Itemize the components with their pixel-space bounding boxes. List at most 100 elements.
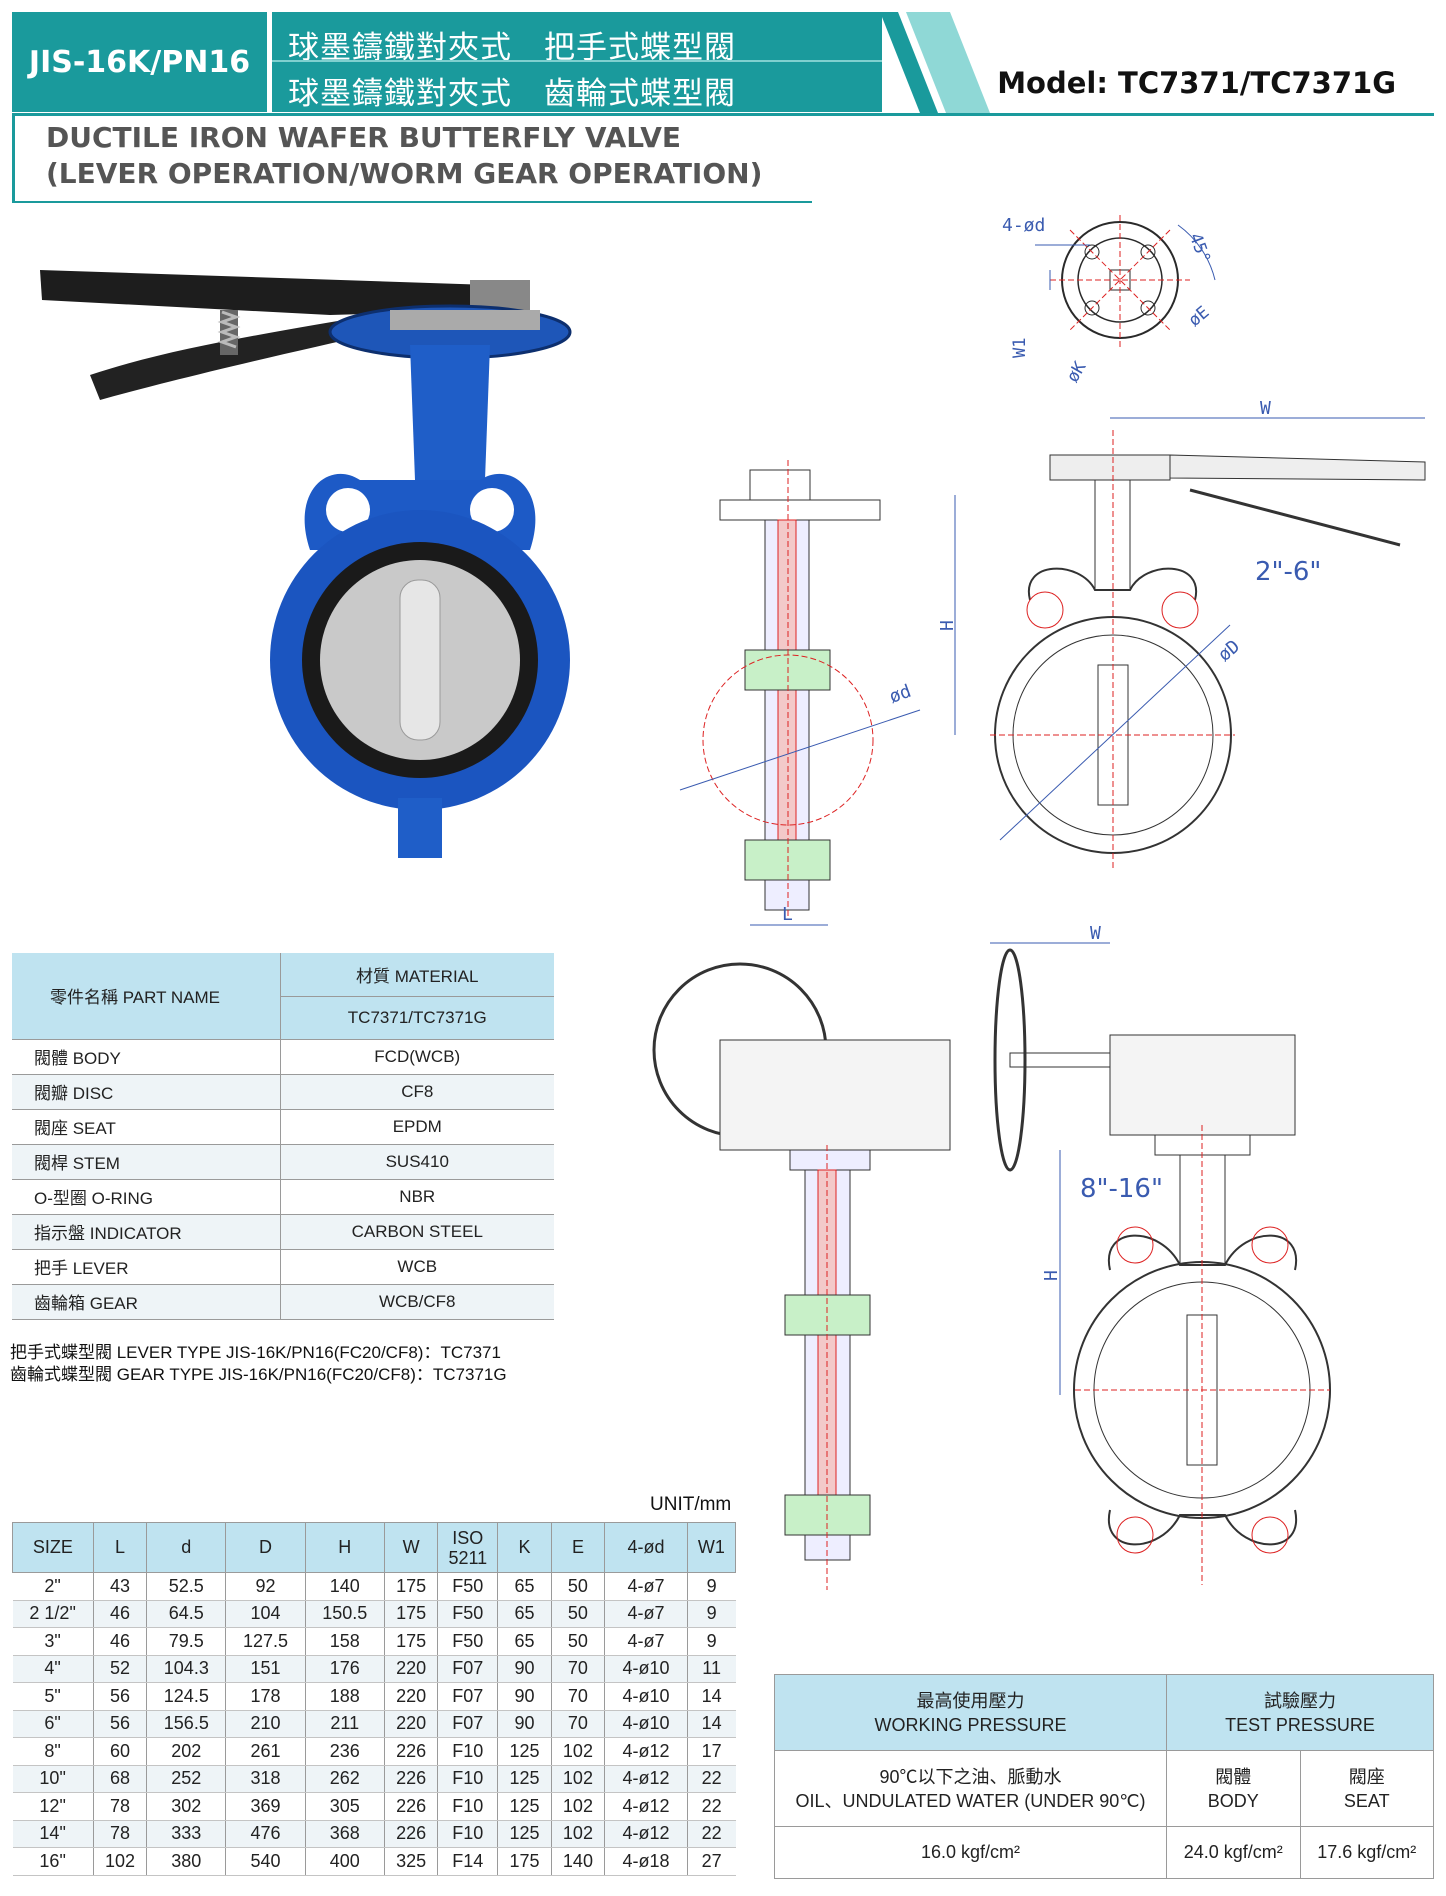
dimension-cell: 90 <box>497 1655 552 1683</box>
material-cell: NBR <box>280 1179 554 1215</box>
dimension-cell: 4-ø12 <box>604 1792 688 1821</box>
part-name-cell: 齒輪箱 GEAR <box>12 1284 281 1320</box>
dimension-cell: 4-ø7 <box>604 1600 688 1628</box>
dimension-cell: 70 <box>550 1710 605 1738</box>
dimension-cell: 369 <box>225 1792 306 1821</box>
body-test-pressure-value: 24.0 kgf/cm² <box>1166 1826 1301 1879</box>
lever-section-drawing: ød L <box>679 460 921 926</box>
dimension-cell: 124.5 <box>146 1682 226 1711</box>
dimension-cell: 4-ø12 <box>604 1820 688 1848</box>
dimension-cell: 4" <box>12 1655 94 1683</box>
header-rule <box>12 113 1434 116</box>
dimension-cell: 10" <box>12 1765 94 1793</box>
dimension-cell: 476 <box>225 1820 306 1848</box>
gear-size-range: 8"-16" <box>1080 1174 1163 1204</box>
dimension-cell: 4-ø12 <box>604 1765 688 1793</box>
dimension-cell: 220 <box>383 1682 438 1711</box>
dimension-cell: 368 <box>304 1820 385 1848</box>
gear-type-note: 齒輪式蝶型閥 GEAR TYPE JIS-16K/PN16(FC20/CF8)：… <box>10 1365 507 1384</box>
dimension-cell: 400 <box>304 1847 385 1876</box>
dimension-cell: 540 <box>225 1847 306 1876</box>
material-cell: WCB/CF8 <box>280 1284 554 1320</box>
dimension-cell: 9 <box>686 1600 736 1628</box>
dimension-cell: 46 <box>92 1627 147 1656</box>
l-label: L <box>782 904 793 925</box>
dimension-cell: 140 <box>550 1847 605 1876</box>
dimension-cell: 12" <box>12 1792 94 1821</box>
model-number: Model: TC7371/TC7371G <box>997 66 1396 100</box>
dimension-cell: 104 <box>225 1600 306 1628</box>
test-pressure-header: 試驗壓力 TEST PRESSURE <box>1166 1674 1434 1751</box>
dimension-cell: 46 <box>92 1600 147 1628</box>
title-cn-line2: 球墨鑄鐵對夾式 齒輪式蝶型閥 <box>288 76 736 112</box>
dimension-cell: 4-ø10 <box>604 1655 688 1683</box>
dimension-cell: 102 <box>550 1820 605 1848</box>
title-side-bar <box>12 116 15 202</box>
angle-label: 45° <box>1185 231 1214 267</box>
dimension-cell: 102 <box>550 1792 605 1821</box>
test-pressure-en: TEST PRESSURE <box>1225 1714 1375 1735</box>
dimension-cell: 6" <box>12 1710 94 1738</box>
dimension-cell: 125 <box>497 1737 552 1766</box>
dimension-cell: 56 <box>92 1682 147 1711</box>
medium-cell: 90℃以下之油、脈動水 OIL、UNDULATED WATER (UNDER 9… <box>774 1750 1167 1827</box>
dimension-cell: 4-ø10 <box>604 1710 688 1738</box>
material-cell: CF8 <box>280 1074 554 1110</box>
dimension-cell: 22 <box>686 1792 736 1821</box>
dimension-header-cell: W1 <box>686 1522 737 1573</box>
standard-badge: JIS-16K/PN16 <box>12 12 267 112</box>
lever-size-range: 2"-6" <box>1255 557 1321 587</box>
k-dia-label: øK <box>1063 358 1091 386</box>
dimension-cell: 202 <box>146 1737 226 1766</box>
pressure-table: 最高使用壓力 WORKING PRESSURE 試驗壓力 TEST PRESSU… <box>774 1674 1434 1879</box>
part-name-cell: O-型圈 O-RING <box>12 1179 281 1215</box>
dimension-cell: 226 <box>383 1792 438 1821</box>
dimension-cell: 176 <box>304 1655 385 1683</box>
dimension-cell: 27 <box>686 1847 736 1876</box>
dimension-header-cell: d <box>146 1522 227 1573</box>
dimension-cell: 220 <box>383 1655 438 1683</box>
dimension-header-cell: W <box>383 1522 439 1573</box>
dimension-cell: 252 <box>146 1765 226 1793</box>
dimension-cell: 158 <box>304 1627 385 1656</box>
working-pressure-value: 16.0 kgf/cm² <box>774 1826 1167 1879</box>
dimension-cell: 4-ø10 <box>604 1682 688 1711</box>
dimension-cell: 302 <box>146 1792 226 1821</box>
seat-cn: 閥座 <box>1348 1766 1385 1787</box>
seat-header-cell: 閥座 SEAT <box>1299 1750 1434 1827</box>
dimension-cell: 175 <box>497 1847 552 1876</box>
dimension-cell: 60 <box>92 1737 147 1766</box>
dimension-cell: 261 <box>225 1737 306 1766</box>
flange-top-view-drawing: 4-ød 45° øE øK W1 <box>1002 215 1216 386</box>
dimension-cell: 52 <box>92 1655 147 1683</box>
dimension-cell: 14 <box>686 1682 736 1711</box>
dimension-cell: 175 <box>383 1572 438 1601</box>
title-underline <box>12 201 812 203</box>
dimension-cell: F07 <box>437 1710 498 1738</box>
dimension-cell: F50 <box>437 1572 498 1601</box>
dimension-header-cell: D <box>225 1522 306 1573</box>
dimension-cell: F07 <box>437 1682 498 1711</box>
dimension-cell: 305 <box>304 1792 385 1821</box>
dimension-cell: F10 <box>437 1737 498 1766</box>
dimension-cell: 333 <box>146 1820 226 1848</box>
dimension-cell: 14" <box>12 1820 94 1848</box>
dimension-cell: 9 <box>686 1627 736 1656</box>
gear-w-label: W <box>1090 923 1101 944</box>
material-cell: EPDM <box>280 1109 554 1145</box>
dimension-cell: 79.5 <box>146 1627 226 1656</box>
dimension-cell: 50 <box>550 1572 605 1601</box>
w1-label: W1 <box>1010 338 1030 358</box>
lever-type-note: 把手式蝶型閥 LEVER TYPE JIS-16K/PN16(FC20/CF8)… <box>10 1343 501 1362</box>
gear-h-label: H <box>1041 1270 1062 1281</box>
